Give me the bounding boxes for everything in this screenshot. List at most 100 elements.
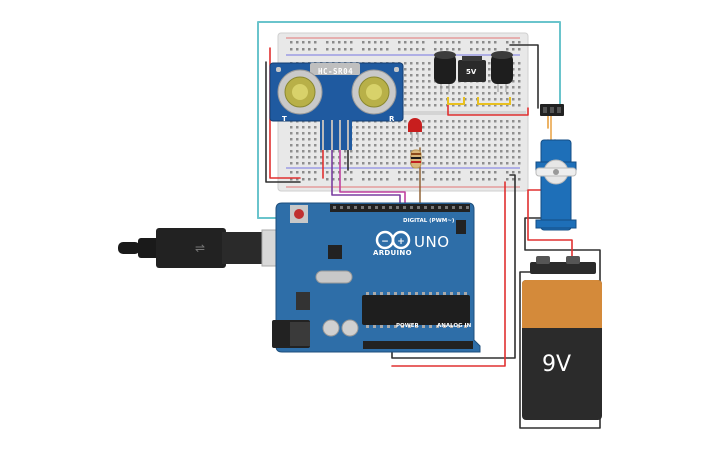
jumper-yellow-right bbox=[477, 97, 511, 105]
hole bbox=[464, 86, 467, 89]
hole bbox=[386, 41, 389, 44]
hole bbox=[470, 162, 473, 165]
hole bbox=[457, 292, 460, 295]
hole bbox=[452, 41, 455, 44]
hole bbox=[458, 144, 461, 147]
hole bbox=[458, 150, 461, 153]
resistor bbox=[410, 149, 422, 169]
hole bbox=[366, 325, 369, 328]
hole bbox=[506, 162, 509, 165]
hole bbox=[326, 162, 329, 165]
hole bbox=[410, 150, 413, 153]
hole bbox=[392, 144, 395, 147]
hole bbox=[374, 126, 377, 129]
hole bbox=[362, 171, 365, 174]
hole bbox=[464, 132, 467, 135]
hole bbox=[434, 144, 437, 147]
hole bbox=[470, 126, 473, 129]
hole bbox=[308, 48, 311, 51]
hole bbox=[394, 292, 397, 295]
reset-button bbox=[294, 209, 304, 219]
hole bbox=[374, 156, 377, 159]
hole bbox=[410, 80, 413, 83]
hole bbox=[410, 41, 413, 44]
hole bbox=[488, 178, 491, 181]
hole bbox=[434, 86, 437, 89]
hole bbox=[398, 178, 401, 181]
hole bbox=[434, 156, 437, 159]
hole bbox=[488, 104, 491, 107]
hole bbox=[368, 126, 371, 129]
hole bbox=[464, 138, 467, 141]
hole bbox=[290, 132, 293, 135]
hole bbox=[308, 144, 311, 147]
hole bbox=[518, 126, 521, 129]
hole bbox=[476, 162, 479, 165]
hole bbox=[446, 138, 449, 141]
hole bbox=[417, 206, 420, 209]
hole bbox=[380, 171, 383, 174]
hole bbox=[404, 98, 407, 101]
hole bbox=[416, 92, 419, 95]
hole bbox=[333, 206, 336, 209]
hole bbox=[422, 325, 425, 328]
hole bbox=[446, 41, 449, 44]
hole bbox=[308, 178, 311, 181]
hole bbox=[512, 62, 515, 65]
hole bbox=[494, 48, 497, 51]
hole bbox=[410, 98, 413, 101]
hole bbox=[296, 162, 299, 165]
hole bbox=[368, 132, 371, 135]
voltage-regulator bbox=[458, 56, 486, 82]
jumper-yellow-left bbox=[447, 97, 465, 105]
hole bbox=[314, 48, 317, 51]
hole bbox=[380, 292, 383, 295]
hole bbox=[488, 62, 491, 65]
hole bbox=[362, 150, 365, 153]
hole bbox=[440, 138, 443, 141]
hole bbox=[438, 206, 441, 209]
hole bbox=[428, 144, 431, 147]
hole bbox=[518, 68, 521, 71]
hole bbox=[500, 126, 503, 129]
hole bbox=[452, 126, 455, 129]
hole bbox=[326, 178, 329, 181]
hole bbox=[410, 48, 413, 51]
svg-text:+: + bbox=[397, 237, 405, 247]
hole bbox=[440, 178, 443, 181]
hole bbox=[308, 171, 311, 174]
hole bbox=[290, 41, 293, 44]
hole bbox=[386, 162, 389, 165]
hole bbox=[356, 132, 359, 135]
hole bbox=[440, 156, 443, 159]
hole bbox=[308, 150, 311, 153]
hole bbox=[512, 144, 515, 147]
capacitor-left bbox=[434, 51, 456, 92]
hole bbox=[368, 48, 371, 51]
hole bbox=[464, 144, 467, 147]
hole bbox=[488, 150, 491, 153]
hole bbox=[404, 126, 407, 129]
hole bbox=[320, 156, 323, 159]
hole bbox=[443, 292, 446, 295]
wire-red-servo bbox=[447, 99, 529, 116]
hole bbox=[374, 150, 377, 153]
hole bbox=[422, 120, 425, 123]
hole bbox=[428, 120, 431, 123]
hole bbox=[380, 41, 383, 44]
hole bbox=[314, 162, 317, 165]
hole bbox=[380, 138, 383, 141]
hole bbox=[392, 132, 395, 135]
hole bbox=[404, 144, 407, 147]
hole bbox=[362, 162, 365, 165]
hole bbox=[398, 132, 401, 135]
hole bbox=[356, 144, 359, 147]
hole bbox=[422, 92, 425, 95]
hole bbox=[434, 104, 437, 107]
hole bbox=[488, 86, 491, 89]
hole bbox=[434, 178, 437, 181]
hole bbox=[401, 292, 404, 295]
hole bbox=[422, 62, 425, 65]
hole bbox=[488, 126, 491, 129]
hole bbox=[344, 178, 347, 181]
